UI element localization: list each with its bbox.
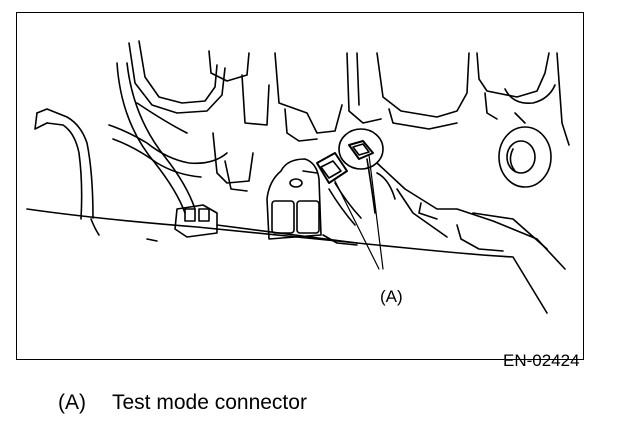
callout-leader-lines: [334, 154, 384, 270]
wiring-harness: [34, 62, 228, 220]
legend-item: (A) Test mode connector: [58, 390, 307, 416]
legend-key: (A): [58, 391, 86, 414]
legend-text: Test mode connector: [112, 391, 307, 414]
figure-code: EN-02424: [503, 351, 580, 370]
test-mode-connector: [316, 128, 384, 226]
callout-label-a: (A): [380, 287, 403, 306]
round-cap: [498, 126, 552, 188]
engine-block-outline: [128, 40, 570, 146]
body-panel-lines: [26, 162, 566, 314]
sensor-module: [266, 158, 322, 240]
illustration-frame: (A) EN-02424: [16, 12, 584, 370]
bracket: [174, 132, 254, 238]
engine-bay-illustration: [26, 40, 570, 314]
